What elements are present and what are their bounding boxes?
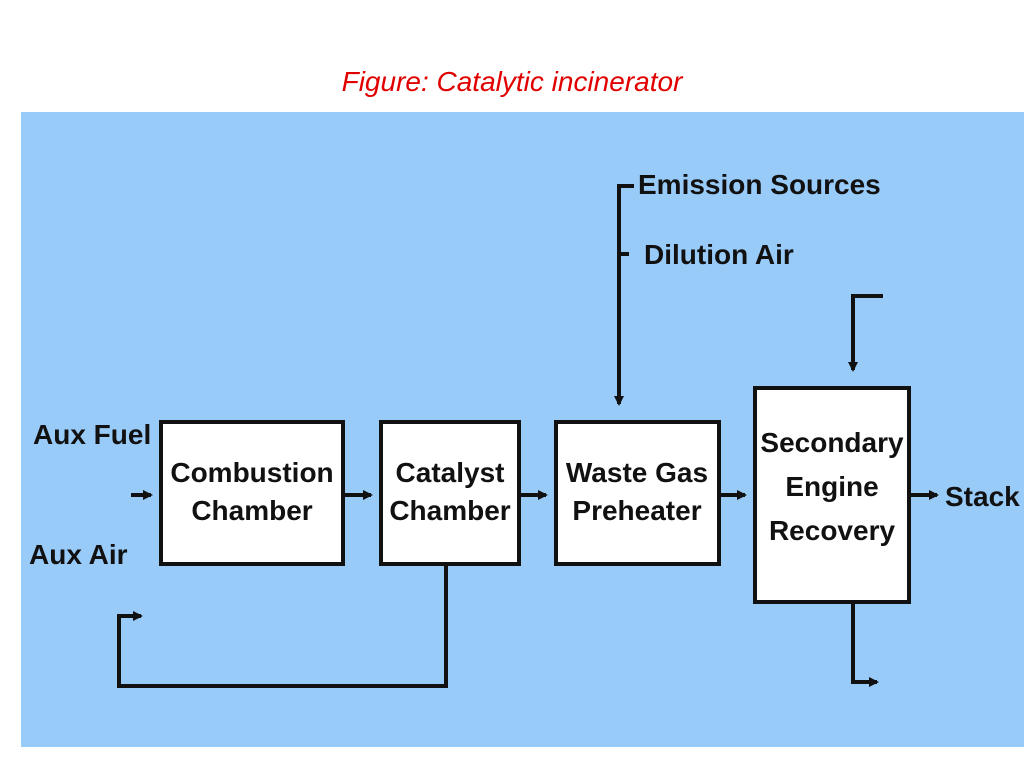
aux-air-label: Aux Air [29,539,128,570]
recovery-line-1: Secondary [760,427,904,458]
catalyst-line-2: Chamber [389,495,510,526]
combustion-line-2: Chamber [191,495,312,526]
stack-label: Stack [945,481,1020,512]
combustion-line-1: Combustion [170,457,333,488]
catalyst-line-1: Catalyst [396,457,505,488]
preheater-line-1: Waste Gas [566,457,708,488]
recovery-line-2: Engine [785,471,878,502]
dilution-air-label: Dilution Air [644,239,794,270]
recovery-top-input-arrow [848,294,883,372]
secondary-engine-recovery-box: Secondary Engine Recovery [753,386,911,604]
preheater-line-2: Preheater [572,495,701,526]
recovery-bottom-output-arrow [851,604,879,687]
combustion-chamber-box: Combustion Chamber [159,420,345,566]
flow-diagram: Combustion Chamber Catalyst Chamber Wast… [29,169,1020,688]
catalyst-chamber-box: Catalyst Chamber [379,420,521,566]
recycle-loop-arrow [117,566,448,688]
diagram-canvas: Combustion Chamber Catalyst Chamber Wast… [21,112,1024,747]
emission-sources-label: Emission Sources [638,169,881,200]
figure-caption: Figure: Catalytic incinerator [341,66,683,97]
aux-fuel-label: Aux Fuel [33,419,151,450]
waste-gas-preheater-box: Waste Gas Preheater [554,420,721,566]
recovery-line-3: Recovery [769,515,896,546]
emission-feed-line [614,184,634,406]
